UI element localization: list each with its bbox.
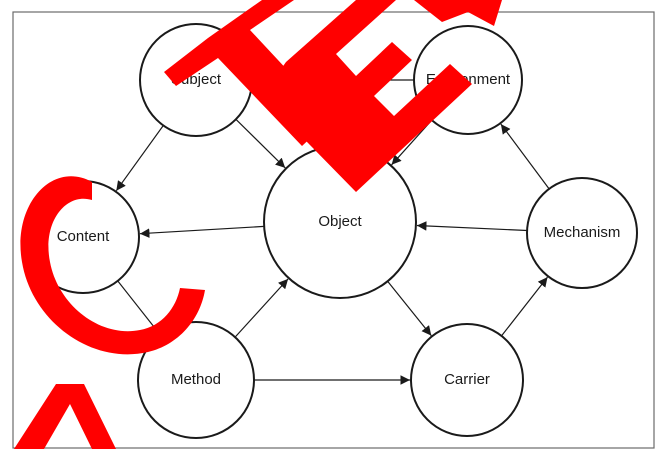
red-watermark-overlay	[14, 0, 502, 449]
node-content-label: Content	[57, 228, 110, 245]
edge-object-to-carrier	[387, 280, 432, 336]
watermark-letter-c	[20, 176, 205, 355]
edge-subject-to-content	[115, 125, 164, 192]
edge-carrier-to-mechanism	[501, 276, 548, 337]
node-method-circle	[137, 321, 255, 439]
node-object: Object	[263, 145, 417, 299]
edge-subject-to-object	[235, 118, 286, 169]
node-object-label: Object	[318, 213, 362, 230]
edge-method-to-object	[234, 278, 289, 338]
watermark-letter-partial	[414, 0, 502, 26]
node-mechanism-circle	[526, 177, 638, 289]
node-carrier-label: Carrier	[444, 371, 490, 388]
edge-mechanism-to-environment	[500, 123, 550, 190]
diagram-frame	[12, 11, 655, 449]
watermark-letter-a	[14, 384, 116, 449]
edge-mechanism-to-object	[416, 221, 528, 232]
node-mechanism-label: Mechanism	[544, 224, 621, 241]
edge-content-to-method	[117, 280, 160, 335]
node-carrier: Carrier	[410, 323, 524, 437]
watermark-letter-e	[262, 0, 472, 192]
node-method-label: Method	[171, 371, 221, 388]
node-method: Method	[137, 321, 255, 439]
edge-object-to-content	[139, 225, 265, 238]
node-carrier-circle	[410, 323, 524, 437]
node-mechanism: Mechanism	[526, 177, 638, 289]
